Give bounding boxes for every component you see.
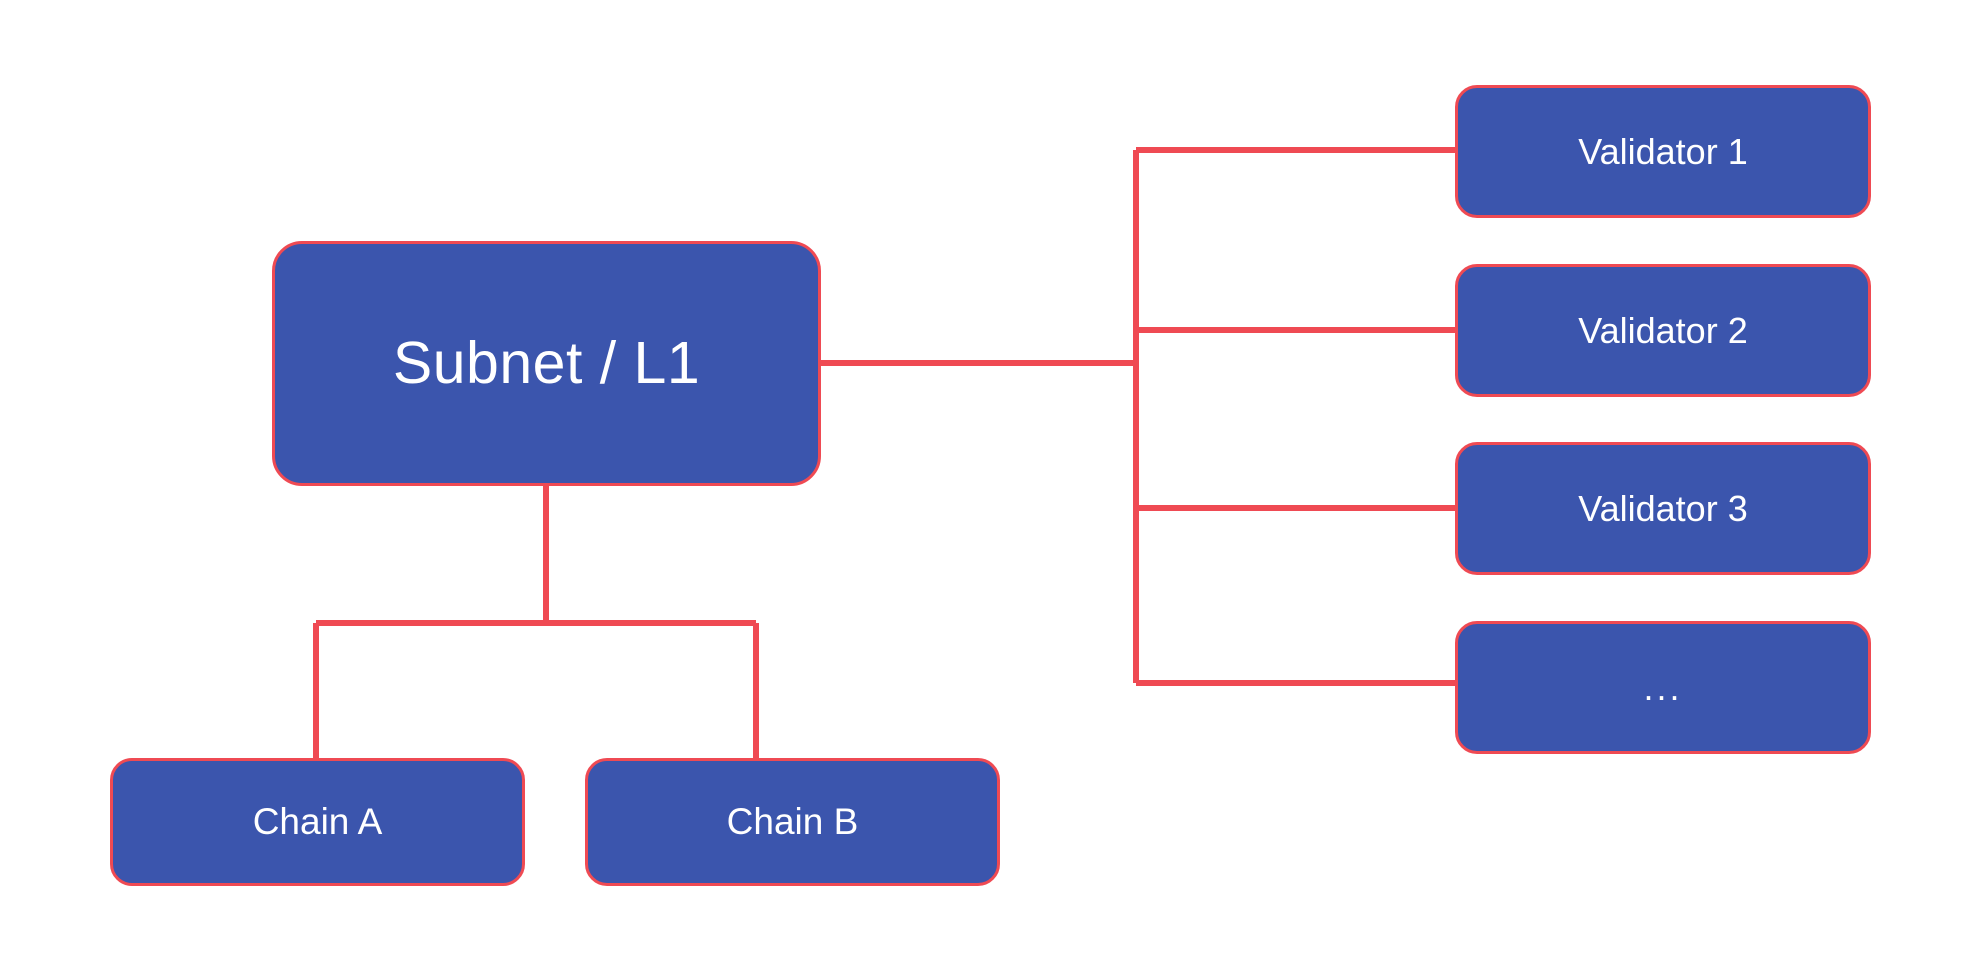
node-label: Validator 1 (1578, 130, 1748, 172)
node-label: Subnet / L1 (392, 330, 701, 397)
node-subnet-l1[interactable]: Subnet / L1 (272, 241, 821, 486)
node-chain-a[interactable]: Chain A (110, 758, 525, 886)
node-label: Chain B (726, 800, 859, 842)
node-validator-3[interactable]: Validator 3 (1455, 442, 1871, 575)
node-label: ... (1643, 666, 1683, 708)
node-validator-1[interactable]: Validator 1 (1455, 85, 1871, 218)
node-validator-2[interactable]: Validator 2 (1455, 264, 1871, 397)
node-chain-b[interactable]: Chain B (585, 758, 1000, 886)
node-label: Validator 2 (1578, 309, 1748, 351)
node-validator-more[interactable]: ... (1455, 621, 1871, 754)
node-label: Validator 3 (1578, 487, 1748, 529)
node-label: Chain A (252, 800, 383, 842)
